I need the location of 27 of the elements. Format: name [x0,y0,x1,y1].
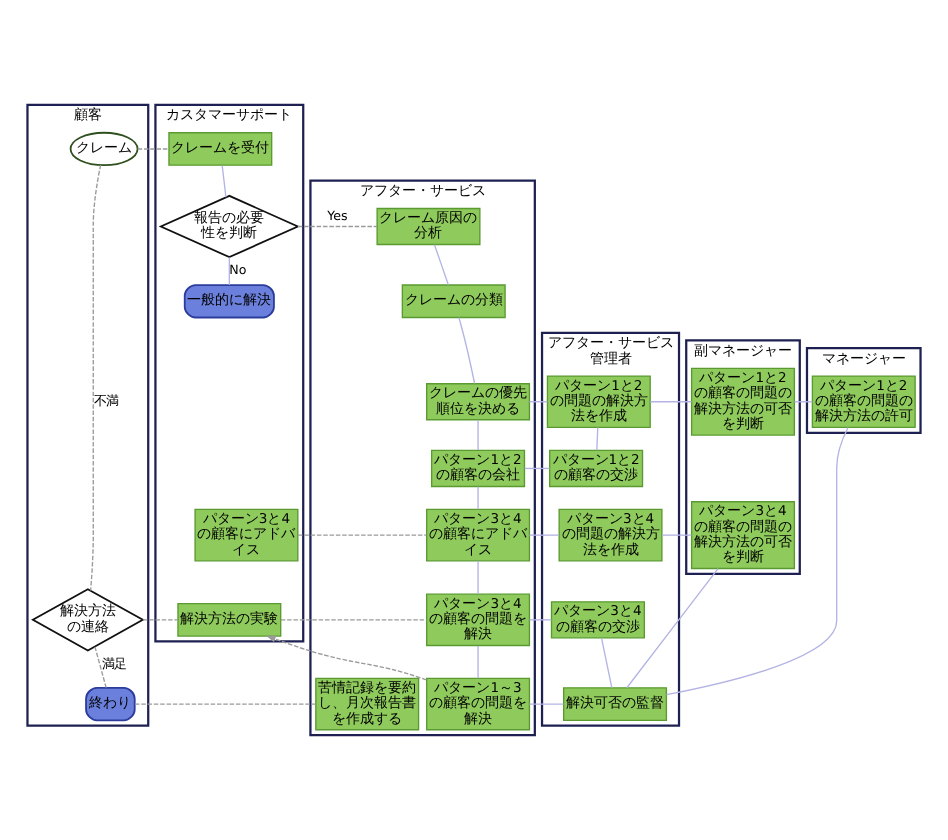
connector [528,534,560,536]
connector [477,419,479,451]
connector [528,619,553,621]
connector [528,703,565,705]
connector [297,225,378,228]
connector [280,619,428,621]
connector [523,467,551,470]
connector [665,426,849,696]
connector [458,316,476,385]
connector [89,164,102,592]
connector [477,645,479,679]
connector [477,560,479,595]
connector [477,486,479,510]
connector [134,703,317,705]
connector [137,148,170,150]
connector [228,256,230,286]
connector [626,568,719,689]
arrow [265,635,428,681]
connector [221,164,227,198]
connector [661,534,693,536]
connector [596,426,599,451]
connector [94,646,107,689]
connector [142,619,179,621]
connector [297,534,428,536]
connector [649,401,693,403]
connector [600,637,613,689]
connector [433,244,450,286]
